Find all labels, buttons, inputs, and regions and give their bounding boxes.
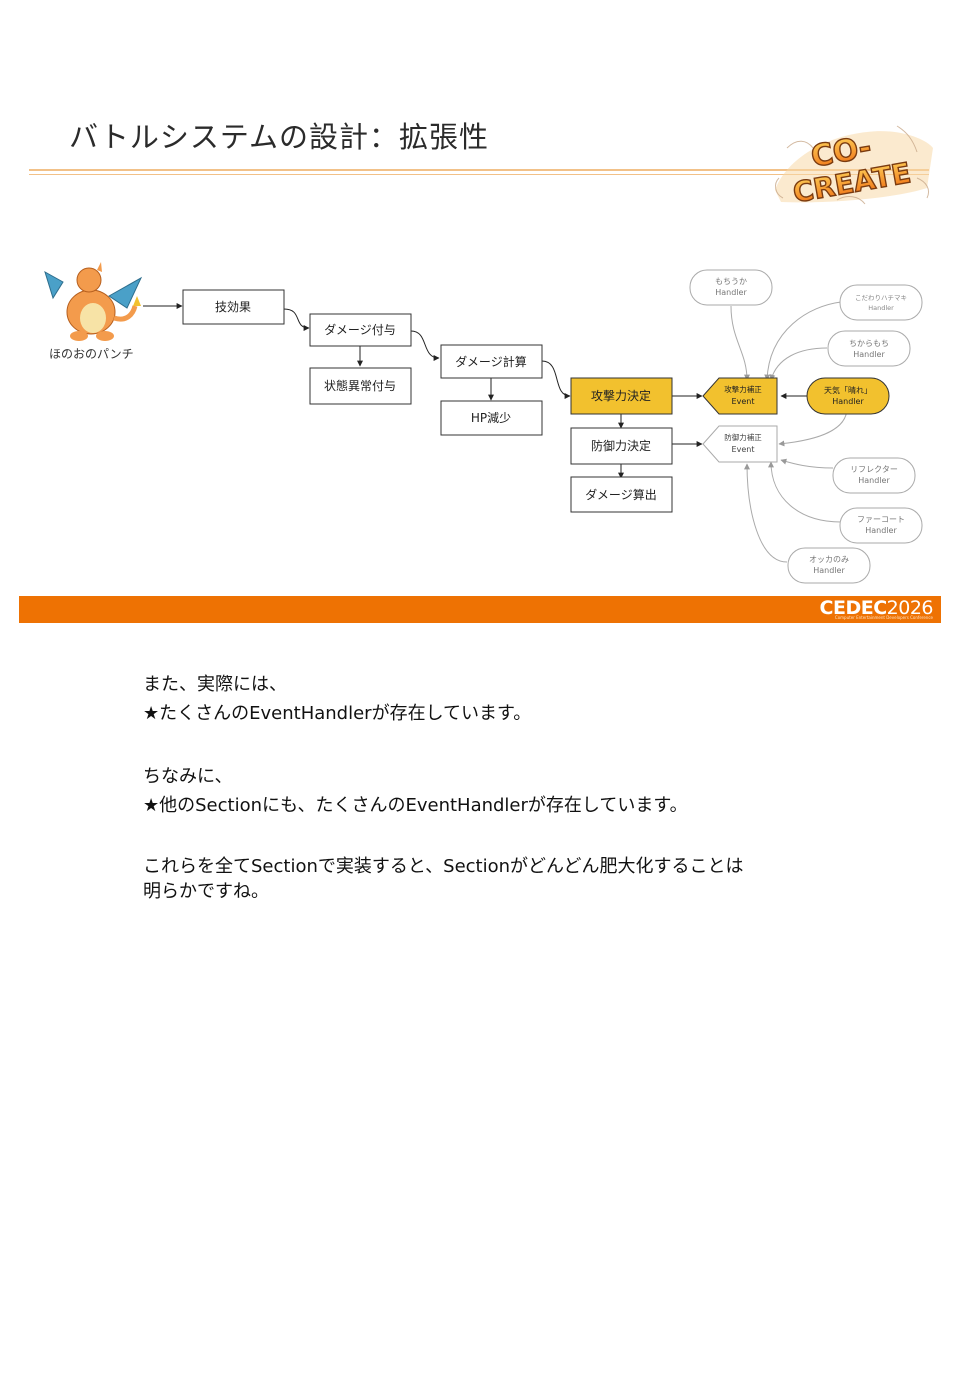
event-defense-name: 防御力補正 xyxy=(724,432,762,442)
cedec-year: 2026 xyxy=(886,597,934,619)
event-attack: 攻撃力補正 Event xyxy=(702,377,778,415)
handler-mochika-sub: Handler xyxy=(715,288,747,297)
note-line-3: ちなみに、 xyxy=(143,766,233,787)
note-line-2: ★たくさんのEventHandlerが存在しています。 xyxy=(143,703,532,724)
footer-bar: CEDEC2026 Computer Entertainment Develop… xyxy=(19,596,941,623)
handler-kodawari-sub: Handler xyxy=(868,304,894,312)
co-create-logo: CO- CREATE xyxy=(775,125,933,206)
handler-tenki-name: 天気「晴れ」 xyxy=(824,385,872,395)
speaker-notes: また、実際には、 ★たくさんのEventHandlerが存在しています。 ちなみ… xyxy=(143,670,843,904)
cedec-subtitle: Computer Entertainment Developers Confer… xyxy=(834,615,933,620)
box-damage-fuyo: ダメージ付与 xyxy=(309,313,412,347)
box-damage-keisan: ダメージ計算 xyxy=(440,344,543,379)
box-damage-fuyo-label: ダメージ付与 xyxy=(324,322,395,337)
handler-mochika-name: もちうか xyxy=(715,277,747,286)
box-hp: HP減少 xyxy=(440,400,543,436)
attack-name-label: ほのおのパンチ xyxy=(49,347,134,361)
title-rule xyxy=(29,169,929,171)
title-rule-thin xyxy=(29,174,929,175)
handler-okka-sub: Handler xyxy=(813,566,845,575)
cedec-brand: CEDEC xyxy=(819,597,888,619)
box-damage-keisan-label: ダメージ計算 xyxy=(455,354,526,369)
handler-mochika: もちうか Handler xyxy=(689,269,773,306)
handler-reflect-name: リフレクター xyxy=(850,465,898,474)
cedec-logo: CEDEC2026 xyxy=(819,597,934,619)
handler-okka-name: オッカのみ xyxy=(809,555,849,564)
handler-fur-name: ファーコート xyxy=(857,515,905,524)
handler-chikara-sub: Handler xyxy=(853,350,885,359)
note-line-6: 明らかですね。 xyxy=(143,881,269,902)
handler-okka: オッカのみ Handler xyxy=(787,547,871,584)
box-bogyo-label: 防御力決定 xyxy=(591,438,651,453)
pokemon-illustration xyxy=(44,262,143,341)
handler-chikara: ちからもち Handler xyxy=(827,330,911,367)
event-defense: 防御力補正 Event xyxy=(702,425,778,463)
handler-tenki: 天気「晴れ」 Handler xyxy=(806,377,890,415)
handler-tenki-sub: Handler xyxy=(832,397,864,406)
box-sanshutsu: ダメージ算出 xyxy=(570,476,673,513)
flow-diagram: ほのおのパンチ 技効果 xyxy=(44,262,923,584)
handler-kodawari: こだわりハチマキ Handler xyxy=(839,284,923,321)
slide: バトルシステムの設計：拡張性 CO- CREATE xyxy=(19,90,941,623)
box-sanshutsu-label: ダメージ算出 xyxy=(585,487,656,502)
box-kogeki: 攻撃力決定 xyxy=(570,377,673,415)
handler-fur: ファーコート Handler xyxy=(839,507,923,544)
event-defense-sub: Event xyxy=(732,445,755,454)
handler-chikara-name: ちからもち xyxy=(849,339,889,348)
note-line-4: ★他のSectionにも、たくさんのEventHandlerが存在しています。 xyxy=(143,795,688,816)
event-attack-name: 攻撃力補正 xyxy=(724,384,762,394)
box-waza-label: 技効果 xyxy=(215,299,251,314)
box-waza: 技効果 xyxy=(182,289,285,325)
box-jotai: 状態異常付与 xyxy=(309,367,412,405)
box-jotai-label: 状態異常付与 xyxy=(324,378,396,393)
handler-fur-sub: Handler xyxy=(865,526,897,535)
slide-title: バトルシステムの設計：拡張性 xyxy=(69,120,490,154)
box-bogyo: 防御力決定 xyxy=(570,427,673,465)
note-line-1: また、実際には、 xyxy=(143,674,287,695)
handler-reflect-sub: Handler xyxy=(858,476,890,485)
event-attack-sub: Event xyxy=(732,397,755,406)
box-hp-label: HP減少 xyxy=(471,410,511,425)
handler-reflect: リフレクター Handler xyxy=(832,457,916,494)
box-kogeki-label: 攻撃力決定 xyxy=(591,388,651,403)
note-line-5: これらを全てSectionで実装すると、Sectionがどんどん肥大化することは xyxy=(143,856,744,877)
handler-kodawari-name: こだわりハチマキ xyxy=(855,294,907,302)
